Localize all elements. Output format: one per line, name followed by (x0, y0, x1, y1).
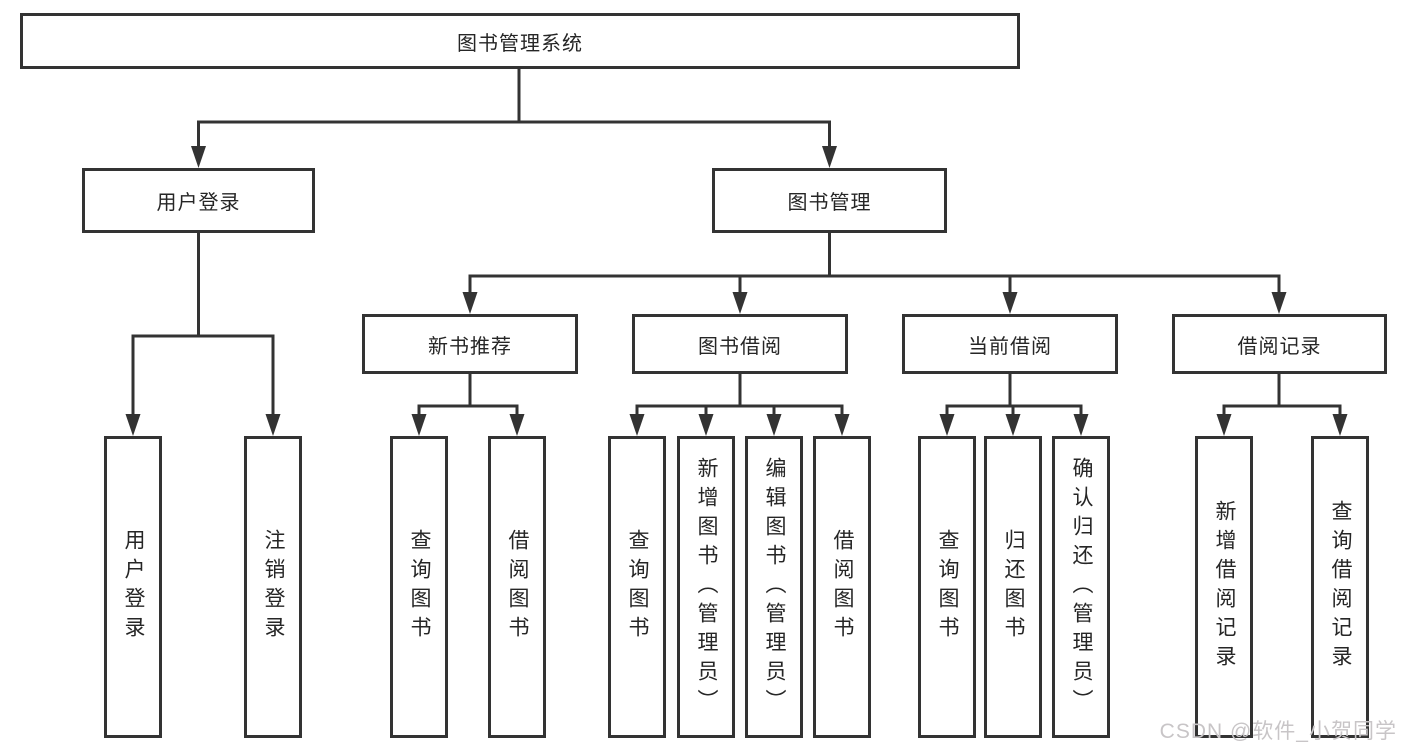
arrowhead (1216, 414, 1232, 436)
connector-borrow-to-leaves (635, 374, 844, 416)
leaf-confirm-return-admin: 确认归还（管理员） (1052, 436, 1110, 738)
leaf-label: 借阅图书 (506, 529, 529, 645)
leaf-return-books: 归还图书 (984, 436, 1042, 738)
arrowhead (939, 414, 955, 436)
arrowhead (411, 414, 427, 436)
leaf-label: 查询借阅记录 (1329, 500, 1352, 674)
connector-newbook-to-leaves (417, 374, 519, 416)
leaf-label: 归还图书 (1002, 529, 1025, 645)
leaf-add-borrow-record: 新增借阅记录 (1195, 436, 1253, 738)
leaf-label: 查询图书 (626, 529, 649, 645)
csdn-watermark: CSDN @软件_小贺同学 (1159, 720, 1397, 743)
node-book-borrow: 图书借阅 (632, 314, 848, 374)
leaf-query-books-recommend: 查询图书 (390, 436, 448, 738)
arrowhead (191, 146, 206, 168)
leaf-label: 确认归还（管理员） (1070, 456, 1093, 718)
node-current-borrow: 当前借阅 (902, 314, 1118, 374)
leaf-borrow-books: 借阅图书 (813, 436, 871, 738)
arrowhead (462, 292, 478, 314)
node-new-book-recommend: 新书推荐 (362, 314, 578, 374)
arrowhead (834, 414, 850, 436)
leaf-borrow-books-recommend: 借阅图书 (488, 436, 546, 738)
connector-bookmgmt-to-level3 (468, 233, 1281, 294)
leaf-label: 注销登录 (262, 529, 285, 645)
leaf-label: 查询图书 (408, 529, 431, 645)
arrowhead (509, 414, 525, 436)
connector-root-to-level2 (197, 69, 831, 148)
leaf-label: 用户登录 (122, 529, 145, 645)
node-borrow-records: 借阅记录 (1172, 314, 1387, 374)
connector-current-to-leaves (945, 374, 1083, 416)
node-root-system: 图书管理系统 (20, 13, 1020, 69)
leaf-add-books-admin: 新增图书（管理员） (677, 436, 735, 738)
arrowhead (732, 292, 748, 314)
arrowhead (1005, 414, 1021, 436)
leaf-edit-books-admin: 编辑图书（管理员） (745, 436, 803, 738)
arrowhead (629, 414, 645, 436)
node-user-login: 用户登录 (82, 168, 315, 233)
leaf-query-books-borrow: 查询图书 (608, 436, 666, 738)
leaf-logout: 注销登录 (244, 436, 302, 738)
leaf-label: 查询图书 (936, 529, 959, 645)
leaf-query-books-current: 查询图书 (918, 436, 976, 738)
leaf-label: 新增借阅记录 (1213, 500, 1236, 674)
leaf-label: 借阅图书 (831, 529, 854, 645)
leaf-user-login: 用户登录 (104, 436, 162, 738)
connector-userlogin-to-leaves (131, 233, 275, 416)
arrowhead (1332, 414, 1348, 436)
leaf-query-borrow-record: 查询借阅记录 (1311, 436, 1369, 738)
arrowhead (1002, 292, 1018, 314)
arrowhead (1073, 414, 1089, 436)
arrowhead (265, 414, 281, 436)
arrowhead (822, 146, 837, 168)
node-book-management: 图书管理 (712, 168, 947, 233)
leaf-label: 新增图书（管理员） (695, 456, 718, 718)
leaf-label: 编辑图书（管理员） (763, 456, 786, 718)
arrowhead (1271, 292, 1287, 314)
arrowhead (766, 414, 782, 436)
connector-records-to-leaves (1222, 374, 1342, 416)
arrowhead (698, 414, 714, 436)
arrowhead (125, 414, 141, 436)
